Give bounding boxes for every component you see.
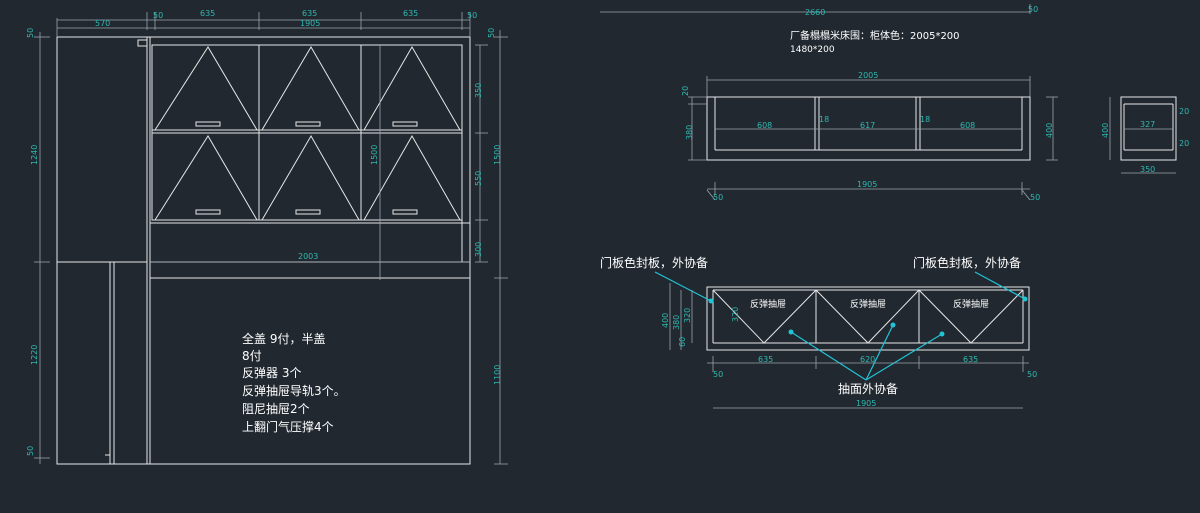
dim-bay1: 635 xyxy=(200,9,215,18)
bed-frame-top-view: 2660 50 厂备榻榻米床围：柜体色：2005*200 1480*200 20… xyxy=(600,4,1058,202)
dim-right-outer-top: 50 xyxy=(487,28,496,38)
drawer-dim-380: 380 xyxy=(672,315,681,330)
drawer-dim-320: 320 xyxy=(683,308,692,323)
dim-bottom-1905: 1905 xyxy=(857,180,877,189)
top-view-title: 厂备榻榻米床围：柜体色：2005*200 xyxy=(790,29,960,42)
dim-right-mid: 550 xyxy=(474,171,483,186)
label-left-panel: 门板色封板，外协备 xyxy=(600,255,708,270)
dim-right-400: 400 xyxy=(1045,123,1054,138)
dim-left-380: 380 xyxy=(685,125,694,140)
dim-left-lower: 1220 xyxy=(30,345,39,365)
note-line-2: 8付 xyxy=(242,349,262,363)
dim-left-bottom: 50 xyxy=(26,446,35,456)
cabinet-elevation: 570 50 635 635 635 50 1905 50 1240 1220 … xyxy=(26,9,508,465)
dim-left-col: 570 xyxy=(95,19,110,28)
dim-mid-width: 2003 xyxy=(298,252,318,261)
dim-end-right: 50 xyxy=(1030,193,1040,202)
side-bottom: 20 xyxy=(1179,139,1189,148)
drawer-front-view: 门板色封板，外协备 门板色封板，外协备 反弹抽屉 反弹抽屉 反弹抽屉 抽面外协备… xyxy=(600,255,1037,409)
note-line-5: 阻尼抽屉2个 xyxy=(242,402,310,416)
label-right-panel: 门板色封板，外协备 xyxy=(913,255,1021,270)
drawer-width-3: 635 xyxy=(963,355,978,364)
dim-top-2660: 2660 xyxy=(805,8,825,17)
drawer-total: 1905 xyxy=(856,399,876,408)
drawer-inner-dim: 320 xyxy=(731,307,740,322)
drawer-end-right: 50 xyxy=(1027,370,1037,379)
bed-frame-side-view: 327 400 20 20 350 xyxy=(1101,96,1189,174)
note-line-4: 反弹抽屉导轨3个。 xyxy=(242,384,346,398)
drawer-end-left: 50 xyxy=(713,370,723,379)
dim-end-left: 50 xyxy=(713,193,723,202)
dim-bay2: 635 xyxy=(302,9,317,18)
drawer-label-3: 反弹抽屉 xyxy=(953,298,989,310)
dim-left-upper: 1240 xyxy=(30,145,39,165)
note-line-3: 反弹器 3个 xyxy=(242,366,301,380)
side-top: 20 xyxy=(1179,107,1189,116)
note-line-6: 上翻门气压撑4个 xyxy=(242,419,334,434)
dim-left-20: 20 xyxy=(681,86,690,96)
dim-comp-1: 608 xyxy=(757,121,772,130)
drawer-dim-400: 400 xyxy=(661,313,670,328)
dim-width-2005: 2005 xyxy=(858,71,878,80)
dim-right: 50 xyxy=(467,11,477,20)
dim-gap: 50 xyxy=(153,11,163,20)
drawer-width-2: 620 xyxy=(860,355,875,364)
side-inner: 327 xyxy=(1140,120,1155,129)
drawer-dim-60: 60 xyxy=(678,337,687,347)
dim-small-2: 18 xyxy=(920,115,930,124)
dim-right-outer-lower: 1100 xyxy=(493,365,502,385)
dim-right-outer-upper: 1500 xyxy=(493,145,502,165)
dim-right-top: 350 xyxy=(474,83,483,98)
label-drawer-faces: 抽面外协备 xyxy=(838,381,898,396)
dim-total-top: 1905 xyxy=(300,19,320,28)
dim-left-top: 50 xyxy=(26,28,35,38)
dim-inner-tall: 1500 xyxy=(370,145,379,165)
dim-comp-2: 617 xyxy=(860,121,875,130)
drawer-label-2: 反弹抽屉 xyxy=(850,298,886,310)
dim-top-right: 50 xyxy=(1028,5,1038,14)
top-view-title2: 1480*200 xyxy=(790,45,835,55)
drawer-width-1: 635 xyxy=(758,355,773,364)
side-height: 400 xyxy=(1101,123,1110,138)
dim-right-bottom: 300 xyxy=(474,242,483,257)
note-line-1: 全盖 9付，半盖 xyxy=(242,331,325,346)
dim-small-1: 18 xyxy=(819,115,829,124)
drawer-label-1: 反弹抽屉 xyxy=(750,298,786,310)
dim-bay3: 635 xyxy=(403,9,418,18)
dim-comp-3: 608 xyxy=(960,121,975,130)
side-width: 350 xyxy=(1140,165,1155,174)
